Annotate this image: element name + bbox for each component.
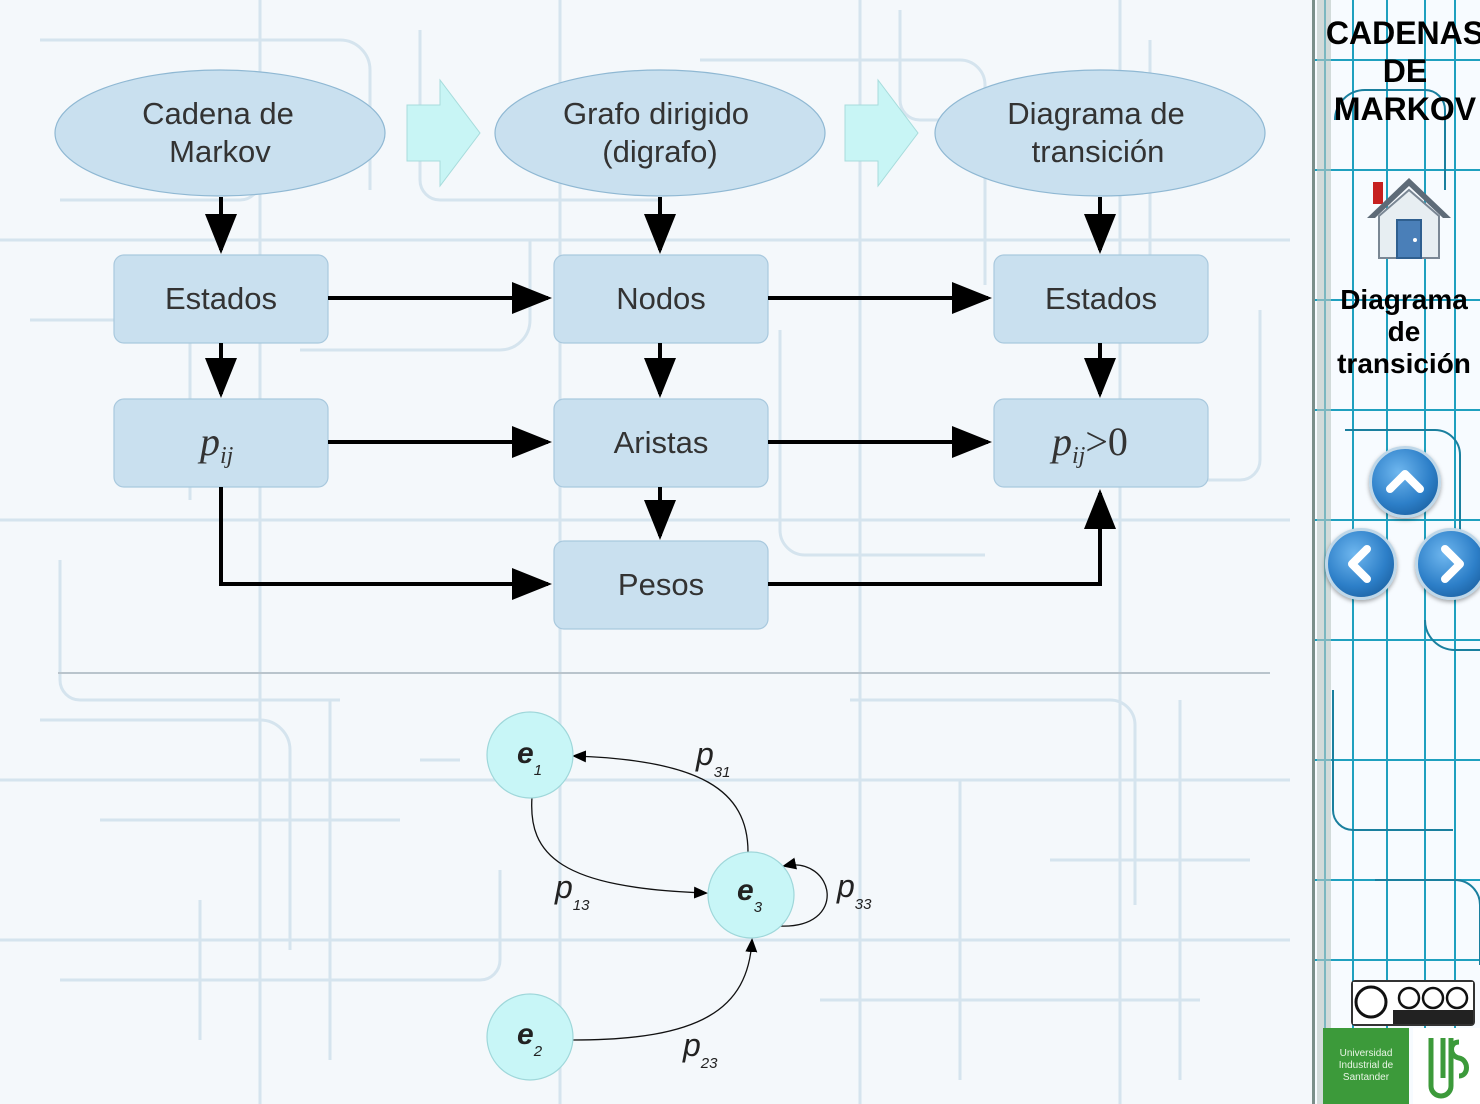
title-line: CADENAS [1325, 15, 1480, 51]
ellipse-label-line2: Markov [169, 134, 271, 169]
box-estados-left: Estados [113, 254, 329, 344]
chevron-left-icon [1348, 545, 1371, 583]
edge-p31 [572, 750, 749, 853]
edge-p33 [777, 857, 828, 927]
edge-label-p33: p33 [836, 868, 872, 913]
university-line: Industrial de [1338, 1060, 1394, 1071]
cc-license-badge[interactable] [1351, 980, 1475, 1026]
nav-next-button[interactable] [1415, 528, 1480, 600]
ellipse-cadena-markov: Cadena de Markov [54, 69, 386, 197]
transition-graph: e1 e3 e2 p31 p13 p33 p23 [486, 711, 872, 1081]
title-line: DE [1382, 53, 1428, 89]
flow-arrow-2 [844, 78, 919, 188]
creative-commons-icon [1353, 982, 1473, 1024]
edge-label-p13: p13 [554, 869, 590, 914]
section-line: de [1387, 316, 1421, 347]
box-nodos: Nodos [553, 254, 769, 344]
node-e1: e1 [486, 711, 574, 799]
edge-label-p23: p23 [682, 1027, 718, 1072]
chevron-right-icon [1441, 545, 1464, 583]
box-label: Estados [165, 281, 277, 316]
uis-mark-icon [1413, 1028, 1480, 1104]
university-line: Santander [1342, 1072, 1390, 1083]
node-label: e2 [517, 1018, 543, 1060]
section-line: transición [1337, 348, 1471, 379]
box-label: Pesos [618, 567, 704, 602]
edge-label-p31: p31 [695, 736, 730, 781]
title-line: MARKOV [1333, 91, 1477, 127]
university-logo: Universidad Industrial de Santander [1323, 1028, 1409, 1104]
box-pij-left: pij [113, 398, 329, 488]
node-label: e3 [737, 874, 763, 916]
sidebar: CADENAS DE MARKOV Diagrama de transición [1312, 0, 1480, 1104]
ellipse-label-line1: Grafo dirigido [563, 96, 749, 131]
ellipse-label-line1: Diagrama de [1007, 96, 1184, 131]
nav-prev-button[interactable] [1325, 528, 1397, 600]
edge-p23 [572, 938, 758, 1041]
ellipse-label-line1: Cadena de [142, 96, 294, 131]
ellipse-label-line2: (digrafo) [602, 134, 717, 169]
connector-arrows [205, 197, 1116, 600]
pij-label: pij [197, 419, 234, 469]
section-line: Diagrama [1340, 284, 1468, 315]
node-e2: e2 [486, 993, 574, 1081]
box-estados-right: Estados [993, 254, 1209, 344]
box-label: Nodos [616, 281, 706, 316]
box-pesos: Pesos [553, 540, 769, 630]
sidebar-title: CADENAS DE MARKOV [1315, 14, 1480, 128]
box-label: Estados [1045, 281, 1157, 316]
edge-p13 [531, 796, 708, 899]
ellipse-label-line2: transición [1032, 134, 1165, 169]
pij-gt-zero-label: pij>0 [1049, 419, 1128, 469]
home-icon [1367, 178, 1451, 259]
sidebar-section-title: Diagrama de transición [1319, 284, 1480, 380]
box-pij-right: pij>0 [993, 398, 1209, 488]
node-label: e1 [517, 737, 542, 779]
node-e3: e3 [707, 851, 795, 939]
chevron-up-icon [1386, 470, 1424, 493]
university-line: Universidad [1339, 1048, 1393, 1059]
box-aristas: Aristas [553, 398, 769, 488]
ellipse-grafo-dirigido: Grafo dirigido (digrafo) [494, 69, 826, 197]
box-label: Aristas [614, 425, 709, 460]
nav-up-button[interactable] [1369, 446, 1441, 518]
flow-arrow-1 [406, 78, 481, 188]
home-button[interactable] [1363, 172, 1455, 264]
ellipse-diagrama-transicion: Diagrama de transición [934, 69, 1266, 197]
